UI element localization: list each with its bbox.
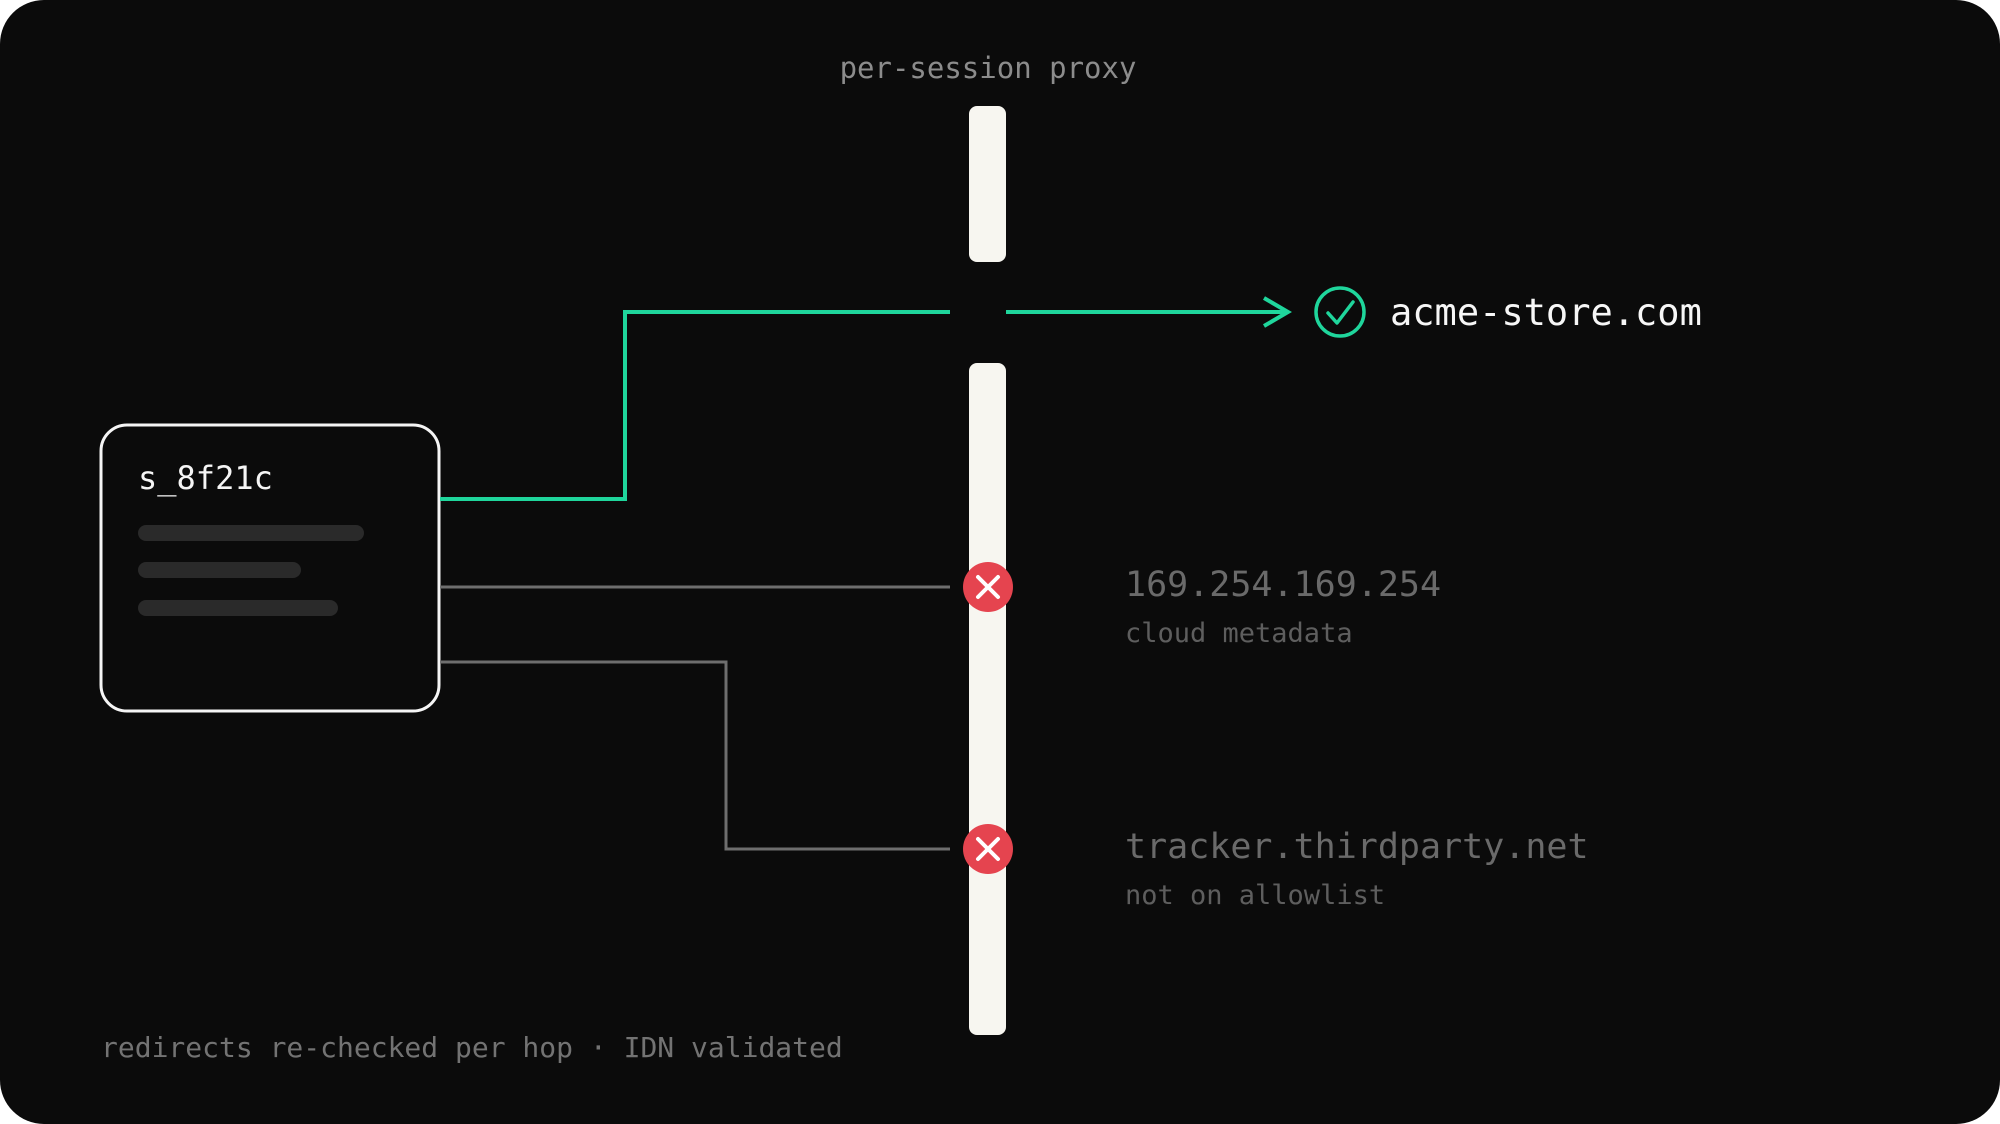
session-placeholder-line-3	[138, 600, 338, 616]
session-placeholder-line-1	[138, 525, 364, 541]
arrowhead-icon	[1262, 296, 1292, 328]
session-id: s_8f21c	[138, 459, 273, 497]
proxy-bar-upper	[969, 106, 1006, 262]
proxy-title: per-session proxy	[839, 51, 1137, 85]
blocked-target-label: tracker.thirdparty.net	[1125, 827, 1589, 867]
proxy-bar-lower	[969, 363, 1006, 1035]
allowed-domain-label: acme-store.com	[1390, 291, 1702, 334]
check-circle-icon	[1314, 286, 1366, 338]
blocked-target-label: 169.254.169.254	[1125, 565, 1442, 605]
x-circle-icon	[963, 562, 1013, 612]
session-placeholder-line-2	[138, 562, 301, 578]
footnote: redirects re-checked per hop · IDN valid…	[101, 1031, 843, 1064]
allowed-path	[440, 310, 950, 501]
blocked-path-2	[440, 660, 950, 851]
blocked-reason-label: cloud metadata	[1125, 618, 1353, 649]
blocked-reason-label: not on allowlist	[1125, 880, 1386, 911]
x-circle-icon	[963, 824, 1013, 874]
